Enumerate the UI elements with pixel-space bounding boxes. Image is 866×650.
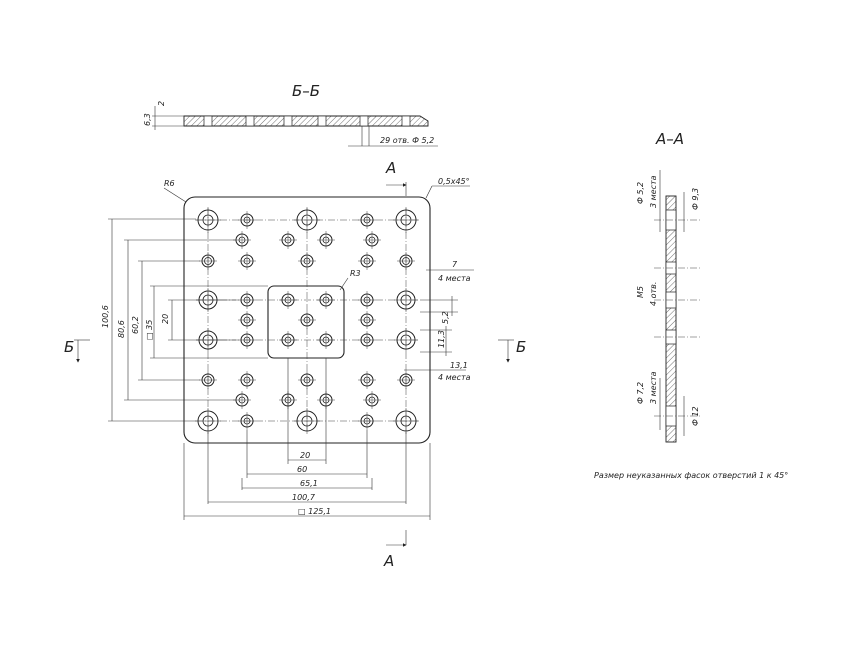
aa-label-d52: Ф 5,2 [636, 182, 645, 204]
hole [393, 207, 419, 233]
hole [298, 252, 316, 270]
aa-label-d72-note: 3 места [649, 371, 658, 404]
dim-left-602: 60,2 [131, 316, 140, 334]
plate-holes [195, 207, 419, 434]
hole [397, 371, 415, 389]
dim-113-label: 11,3 [437, 330, 446, 348]
dim-bottom-20: 20 [300, 451, 310, 460]
hole [195, 207, 221, 233]
hole [358, 371, 376, 389]
aa-label-m5-note: 4 отв. [649, 282, 658, 306]
dim-bottom-60: 60 [297, 465, 307, 474]
aa-label-d52-note: 3 места [649, 175, 658, 208]
section-aa-view: А–А Ф 5,2 3 места Ф 9,3 М5 4 отв. Ф 7,2 … [636, 130, 700, 443]
hole [317, 291, 335, 309]
hole [393, 408, 419, 434]
hole [358, 412, 376, 430]
dim-left-806: 80,6 [117, 320, 126, 338]
hole [279, 291, 297, 309]
chamfer-note: Размер неуказанных фасок отверстий 1 к 4… [594, 471, 788, 480]
hole [358, 252, 376, 270]
hole [199, 252, 217, 270]
dim-7-note: 4 места [438, 274, 471, 283]
hole [358, 311, 376, 329]
hole [238, 211, 256, 229]
aa-label-d72: Ф 7,2 [636, 382, 645, 404]
corner-radius-label: R6 [164, 179, 175, 188]
section-bb-thickness: 6,3 [143, 113, 152, 126]
dim-left-1006: 100,6 [101, 305, 110, 328]
hole [238, 291, 256, 309]
dim-7-label: 7 [452, 260, 458, 269]
section-bb-title: Б–Б [292, 82, 320, 100]
dim-bottom-1007: 100,7 [292, 493, 316, 502]
aa-label-d12: Ф 12 [691, 406, 700, 426]
section-bb-holes-note: 29 отв. Ф 5,2 [380, 136, 434, 145]
hole [317, 331, 335, 349]
section-bb-view: Б–Б 6,3 2 29 отв. Ф 5,2 [143, 82, 438, 147]
dim-bottom-651: 65,1 [300, 479, 318, 488]
plan-view: А А Б Б 0,5х45° R6 R3 7 4 места 5,2 [64, 159, 526, 570]
hole [279, 231, 297, 249]
dim-left-35: □ 35 [145, 320, 154, 340]
hole [298, 311, 316, 329]
hole [394, 288, 418, 312]
hole [238, 331, 256, 349]
aa-label-d93: Ф 9,3 [691, 188, 700, 210]
dim-bottom-1251: □ 125,1 [298, 507, 331, 516]
dim-52-label: 5,2 [441, 311, 450, 324]
hole [358, 291, 376, 309]
aa-label-m5: М5 [636, 286, 645, 298]
hole [238, 311, 256, 329]
chamfer-label: 0,5х45° [438, 177, 470, 186]
hole [298, 371, 316, 389]
hole [363, 231, 381, 249]
dim-left-20: 20 [161, 314, 170, 324]
hole [294, 207, 320, 233]
hole [294, 408, 320, 434]
hole [199, 371, 217, 389]
hole [238, 252, 256, 270]
hole [279, 331, 297, 349]
section-aa-title: А–А [655, 130, 684, 148]
hole [358, 331, 376, 349]
cut-b-right: Б [516, 338, 526, 356]
hole [238, 412, 256, 430]
hole [317, 231, 335, 249]
cut-b-left: Б [64, 338, 74, 356]
hole [363, 391, 381, 409]
dim-131-note: 4 места [438, 373, 471, 382]
pocket-radius-label: R3 [350, 269, 361, 278]
cut-a-top: А [385, 159, 396, 177]
hole [238, 371, 256, 389]
hole [358, 211, 376, 229]
section-bb-top-dim: 2 [157, 101, 166, 106]
dim-131-label: 13,1 [450, 361, 468, 370]
hole [394, 328, 418, 352]
hole [397, 252, 415, 270]
cut-a-bottom: А [383, 552, 394, 570]
hole [195, 408, 221, 434]
